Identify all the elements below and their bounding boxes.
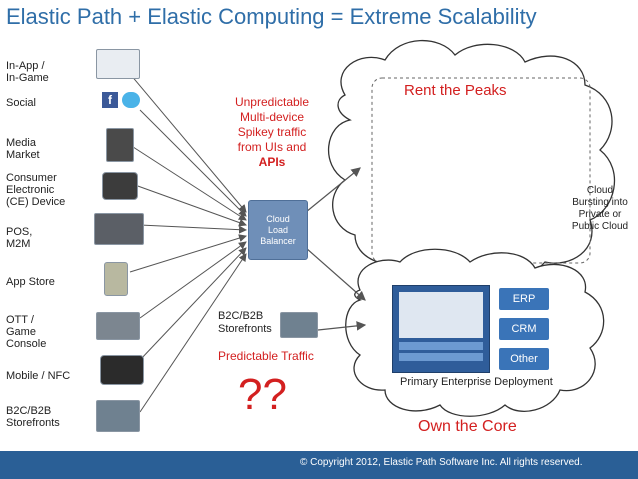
lb-line: Load [267, 224, 289, 235]
note-line: from UIs and [237, 140, 307, 154]
device-label-in-app: In-App / In-Game [6, 60, 49, 84]
b2c-storefronts-label: B2C/B2B Storefronts [218, 310, 272, 335]
gps-device-icon [102, 172, 138, 200]
copyright-text: © Copyright 2012, Elastic Path Software … [300, 457, 583, 468]
footer-bar [0, 451, 638, 479]
lb-line: Balancer [260, 235, 296, 246]
mobile-device-icon [100, 355, 144, 385]
primary-enterprise-label: Primary Enterprise Deployment [400, 376, 553, 388]
social-logos-icon: f [102, 90, 146, 114]
arrow-to-core-cloud [305, 247, 366, 301]
commerce-engine-diagram [392, 285, 490, 373]
own-the-core-label: Own the Core [418, 418, 517, 435]
device-label-ott: OTT / Game Console [6, 314, 47, 350]
predictable-traffic-label: Predictable Traffic [218, 349, 314, 363]
note-line: Multi-device [239, 110, 305, 124]
device-label-app-store: App Store [6, 276, 55, 288]
media-player-icon [106, 128, 134, 162]
engine-band [399, 342, 483, 350]
page-title: Elastic Path + Elastic Computing = Extre… [6, 4, 537, 29]
cloud-bursting-label: Cloud Bursting into Private or Public Cl… [571, 185, 629, 232]
lb-line: Cloud [266, 213, 290, 224]
question-marks: ?? [238, 370, 287, 419]
note-line: APIs [258, 155, 286, 169]
rent-the-peaks-label: Rent the Peaks [404, 82, 507, 99]
other-box: Other [499, 348, 549, 370]
server-rack-icon [94, 213, 144, 245]
upper-cloud-shape [328, 39, 616, 277]
device-label-ce-device: Consumer Electronic (CE) Device [6, 172, 66, 208]
engine-module-grid [399, 292, 483, 338]
note-line: Spikey traffic [237, 125, 307, 139]
tablet-icon [104, 262, 128, 296]
device-label-media-market: Media Market [6, 137, 40, 161]
erp-box: ERP [499, 288, 549, 310]
engine-band [399, 353, 483, 361]
unpredictable-note: Unpredictable Multi-device Spikey traffi… [224, 95, 320, 170]
device-label-social: Social [6, 97, 36, 109]
laptop-icon [280, 312, 318, 338]
device-label-mobile: Mobile / NFC [6, 370, 71, 382]
note-line: Unpredictable [234, 95, 310, 109]
arrow-storefront-to-core [317, 321, 367, 331]
cloud-load-balancer: Cloud Load Balancer [248, 200, 308, 260]
arrow-to-rent-cloud [305, 167, 361, 213]
device-arrows [124, 67, 247, 413]
app-screenshot-icon [96, 49, 140, 79]
tv-icon [96, 312, 140, 340]
crm-box: CRM [499, 318, 549, 340]
laptop-icon [96, 400, 140, 432]
device-label-pos: POS, M2M [6, 226, 33, 250]
device-label-storefronts: B2C/B2B Storefronts [6, 405, 60, 429]
